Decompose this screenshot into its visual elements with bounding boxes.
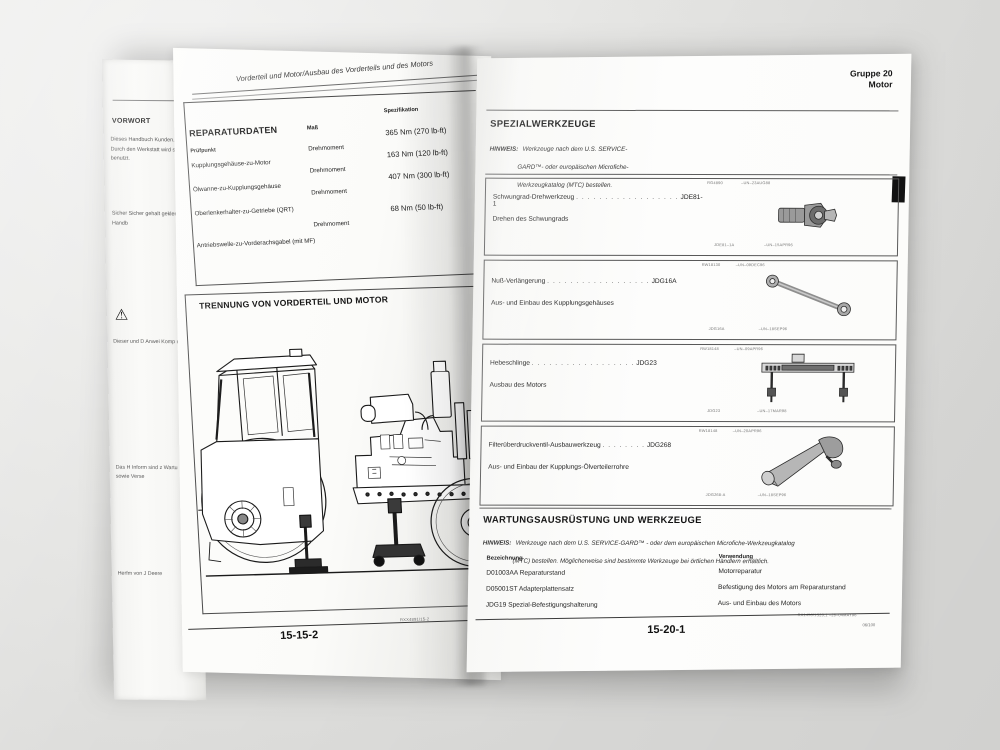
note-line-2: GARD™- oder europäischen Microfiche- — [517, 163, 629, 171]
figure-code-2: –UN–09APR96 — [734, 346, 764, 352]
tool-use: Ausbau des Motors — [489, 381, 547, 389]
service-equipment-title: WARTUNGSAUSRÜSTUNG UND WERKZEUGE — [483, 513, 702, 526]
left-bottom-rule — [188, 619, 498, 630]
repair-row-item: Ölwanne-zu-Kupplungsgehäuse — [192, 182, 282, 194]
rule — [486, 109, 899, 112]
foreword-paragraph-1: Dieses Handbuch Kunden. Durch den Werkst… — [110, 136, 177, 162]
foreword-paragraph-2: Sicher Sicher gehalt geklem Handb — [111, 210, 180, 227]
group-label: Gruppe 20 Motor — [850, 68, 893, 90]
right-page: Gruppe 20 Motor SPEZIALWERKZEUGE HINWEIS… — [466, 53, 912, 673]
tool-number: JDG16A — [651, 277, 677, 285]
tool-use: Drehen des Schwungrads — [492, 215, 569, 223]
left-page: Vorderteil und Motor/Ausbau des Vorderte… — [173, 47, 501, 681]
foreword-paragraph-5: Herfm von J Deere — [117, 570, 163, 578]
tool-name: Filterüberdruckventil-Ausbauwerkzeug . .… — [488, 442, 718, 449]
tool-name: Hebeschlinge . . . . . . . . . . . . . .… — [490, 360, 705, 367]
equipment-row-designation: JDG19 Spezial-Befestigungshalterung — [485, 601, 598, 609]
group-label-line1: Gruppe 20 — [850, 68, 894, 79]
figure-code-bottom-2: –UN–18SEP96 — [757, 492, 787, 498]
repair-row-measure: Drehmoment — [313, 219, 350, 229]
tool-use: Aus- und Einbau des Kupplungsgehäuses — [490, 299, 614, 307]
foreword-paragraph-4: Das H Inform sind z Wartu sowie Verse — [115, 464, 178, 481]
special-tools-title: SPEZIALWERKZEUGE — [490, 117, 596, 129]
left-page-number: 15-15-2 — [279, 629, 319, 642]
repair-row-measure: Drehmoment — [311, 187, 348, 197]
figure-code-bottom: JDG23 — [707, 408, 721, 414]
tool-name: Nuß-Verlängerung . . . . . . . . . . . .… — [491, 278, 706, 285]
tractor-separation-figure — [188, 306, 501, 606]
left-figure-code: RXX4891/15-2 — [399, 616, 430, 623]
figure-code-bottom-2: –UN–17MAR98 — [757, 408, 787, 414]
col-header-measure: Maß — [306, 125, 319, 132]
figure-code-bottom: JDG16A — [708, 326, 725, 332]
repair-data-title: REPARATURDATEN — [188, 124, 278, 139]
tool-use: Aus- und Einbau der Kupplungs-Ölverteile… — [488, 463, 629, 471]
foreword-paragraph-3: Dieser und D Anwei Komp m. — [113, 338, 183, 346]
note-line-1: Werkzeuge nach dem U.S. SERVICE- — [522, 145, 628, 153]
col-header-designation: Bezeichnung — [486, 555, 523, 562]
tool-label: Filterüberdruckventil-Ausbauwerkzeug — [488, 441, 601, 449]
equipment-row-designation: D05001ST Adapterplattensatz — [485, 585, 574, 593]
equipment-row-use: Befestigung des Motors am Reparaturstand — [718, 584, 846, 592]
col-header-item: Prüfpunkt — [190, 147, 216, 155]
left-running-header: Vorderteil und Motor/Ausbau des Vorderte… — [235, 58, 434, 84]
equipment-row-designation: D01003AA Reparaturstand — [486, 569, 566, 577]
group-label-line2: Motor — [869, 79, 893, 90]
note-label: HINWEIS: — [489, 145, 519, 153]
figure-code: RW18148 — [700, 346, 719, 352]
socket-extension-bar-photo — [763, 272, 856, 321]
figure-code-2: –UN–09DEC96 — [735, 262, 765, 268]
lifting-sling-photo — [755, 352, 860, 409]
repair-row-measure: Drehmoment — [308, 144, 345, 153]
equipment-row-use: Motorreparatur — [718, 568, 763, 576]
rule — [479, 507, 892, 510]
tool-label: Schwungrad-Drehwerkzeug — [492, 193, 575, 201]
col-header-use: Verwendung — [718, 554, 754, 561]
repair-row-item: Oberlenkerhalter-zu-Getriebe (QRT) — [194, 206, 294, 218]
leader-dots: . . . . . . . . . . . . . . . . . . — [547, 277, 650, 285]
service-equipment-note: HINWEIS: Werkzeuge nach dem U.S. SERVICE… — [482, 532, 889, 569]
foreword-heading: VORWORT — [111, 117, 151, 126]
figure-code-bottom-2: –UN–18SEP96 — [758, 326, 788, 332]
valve-removal-tool-photo — [756, 434, 861, 497]
divider — [112, 99, 175, 102]
flywheel-turning-tool-photo — [774, 194, 845, 239]
figure-code: RW18148 — [698, 428, 718, 434]
figure-code-bottom: JDE81–1A — [714, 242, 735, 248]
tool-number: JDG23 — [636, 359, 657, 367]
figure-code-2: –UN–20APR96 — [732, 428, 762, 434]
tool-number: JDG268 — [646, 441, 672, 449]
repair-row-item: Antriebswelle-zu-Vorderachsgabel (mit MF… — [196, 237, 316, 250]
figure-code-2: –UN–23AUG88 — [741, 180, 771, 186]
leader-dots: . . . . . . . . — [602, 441, 646, 449]
note-line-1: Werkzeuge nach dem U.S. SERVICE-GARD™ - … — [515, 539, 795, 548]
repair-row-measure: Drehmoment — [309, 165, 346, 175]
equipment-row-use: Aus- und Einbau des Motors — [717, 600, 802, 608]
note-label: HINWEIS: — [482, 539, 512, 547]
figure-code: RW18130 — [701, 262, 721, 268]
leader-dots: . . . . . . . . . . . . . . . . . . — [531, 359, 635, 367]
figure-code: RG4890 — [707, 180, 723, 186]
figure-code-bottom-2: –UN–15APR96 — [764, 242, 793, 248]
leader-dots: . . . . . . . . . . . . . . . . . . — [576, 193, 679, 202]
right-bottom-code: 06/100 — [862, 622, 876, 628]
tool-label: Nuß-Verlängerung — [491, 277, 546, 285]
tool-name: Schwungrad-Drehwerkzeug . . . . . . . . … — [493, 194, 703, 208]
figure-code-bottom: JDG268-A — [705, 492, 726, 498]
right-page-number: 15-20-1 — [647, 623, 686, 637]
tool-label: Hebeschlinge — [489, 359, 531, 367]
repair-row-item: Kupplungsgehäuse-zu-Motor — [191, 159, 271, 170]
warning-triangle-icon: ⚠ — [114, 306, 129, 324]
